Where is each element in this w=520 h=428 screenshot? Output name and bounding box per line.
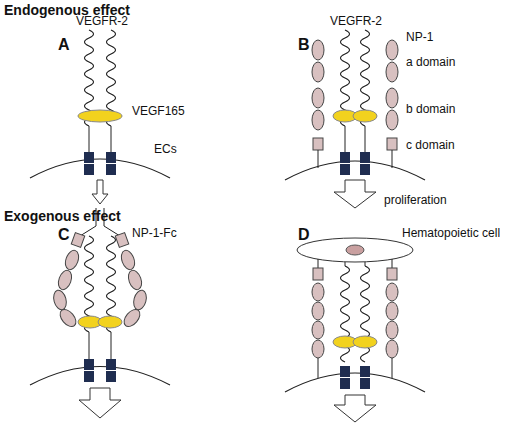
panel-letter: D <box>298 226 310 244</box>
section-heading: Exogenous effect <box>4 208 121 224</box>
cell-membrane <box>285 161 425 180</box>
np1-a-domain <box>386 321 398 339</box>
panel-letter: B <box>298 36 310 54</box>
kinase-block <box>340 378 350 389</box>
np1-b-domain <box>312 302 324 320</box>
panel-letter: C <box>58 226 70 244</box>
np1-a-domain <box>386 62 398 82</box>
protein-label: NP-1-Fc <box>132 226 177 240</box>
kinase-block <box>340 366 350 377</box>
stem-line <box>345 126 346 152</box>
kinase-block <box>84 371 94 382</box>
kinase-block <box>360 164 370 175</box>
panel-letter: A <box>58 36 70 54</box>
np1-b-domain <box>386 302 398 320</box>
np1-c-domain <box>387 138 397 150</box>
kinase-block <box>360 152 370 163</box>
np1-b-domain <box>312 110 324 130</box>
np1-a-domain <box>312 340 324 358</box>
np1-c-domain <box>115 233 129 248</box>
cell-label: Hematopoietic cell <box>402 226 500 240</box>
stem-line <box>392 150 393 168</box>
np1-b-domain <box>386 283 398 301</box>
kinase-block <box>106 359 116 370</box>
vegf-ligand <box>78 110 122 122</box>
signal-arrow <box>79 388 121 418</box>
kinase-block <box>340 164 350 175</box>
stem-line <box>345 262 346 266</box>
np1-b-domain <box>386 88 398 108</box>
np1-a-domain <box>386 40 398 60</box>
np1-a-domain <box>386 340 398 358</box>
stem-line <box>392 358 393 378</box>
kinase-block <box>106 164 116 175</box>
np1-a-domain <box>52 289 69 311</box>
vegf-ligand <box>353 336 377 348</box>
np1-a-domain <box>312 321 324 339</box>
kinase-block <box>106 152 116 163</box>
np1-b-domain <box>312 283 324 301</box>
receptor-label: VEGFR-2 <box>76 14 128 28</box>
stem-line <box>89 126 90 152</box>
kinase-block <box>84 359 94 370</box>
np1-c-domain <box>313 138 323 150</box>
hematopoietic-cell <box>297 238 413 262</box>
cell-membrane <box>285 373 425 392</box>
np1-b-domain <box>312 88 324 108</box>
kinase-block <box>340 152 350 163</box>
np1-c-domain <box>71 233 85 248</box>
vegf-ligand <box>353 110 377 122</box>
kinase-block <box>360 378 370 389</box>
stem-line <box>365 262 366 266</box>
panel-d <box>285 238 425 422</box>
np1-c-domain <box>387 268 397 280</box>
kinase-block <box>106 371 116 382</box>
panel-b <box>285 30 425 208</box>
ligand-label: VEGF165 <box>132 104 185 118</box>
signal-arrow <box>92 180 108 204</box>
np1-b-domain <box>56 269 74 292</box>
signal-arrow <box>334 180 376 208</box>
np1-a-domain <box>312 62 324 82</box>
kinase-block <box>84 164 94 175</box>
kinase-block <box>360 366 370 377</box>
domain-label: a domain <box>406 55 455 69</box>
outcome-label: proliferation <box>384 193 447 207</box>
cell-membrane <box>30 159 170 178</box>
domain-label: b domain <box>406 102 455 116</box>
np1-a-domain <box>57 306 79 329</box>
cell-nucleus <box>346 245 364 255</box>
kinase-block <box>84 152 94 163</box>
stem-line <box>318 358 319 378</box>
stem-line <box>318 150 319 168</box>
np1-a-domain <box>132 289 149 311</box>
stem-line <box>89 332 90 359</box>
domain-label: c domain <box>406 138 455 152</box>
cell-membrane <box>30 367 170 386</box>
receptor-label: VEGFR-2 <box>330 14 382 28</box>
cell-label: ECs <box>154 142 177 156</box>
np1-a-domain <box>312 40 324 60</box>
np1-b-domain <box>386 110 398 130</box>
stem-line <box>318 259 319 268</box>
stem-line <box>365 126 366 152</box>
np1-b-domain <box>126 269 144 292</box>
vegf-ligand <box>98 316 122 328</box>
np1-b-domain <box>63 249 81 272</box>
stem-line <box>111 126 112 152</box>
np1-b-domain <box>119 249 137 272</box>
stem-line <box>111 332 112 359</box>
np1-a-domain <box>121 306 143 329</box>
signal-arrow <box>334 395 376 422</box>
np1-c-domain <box>313 268 323 280</box>
stem-line <box>392 259 393 268</box>
protein-label: NP-1 <box>406 30 433 44</box>
